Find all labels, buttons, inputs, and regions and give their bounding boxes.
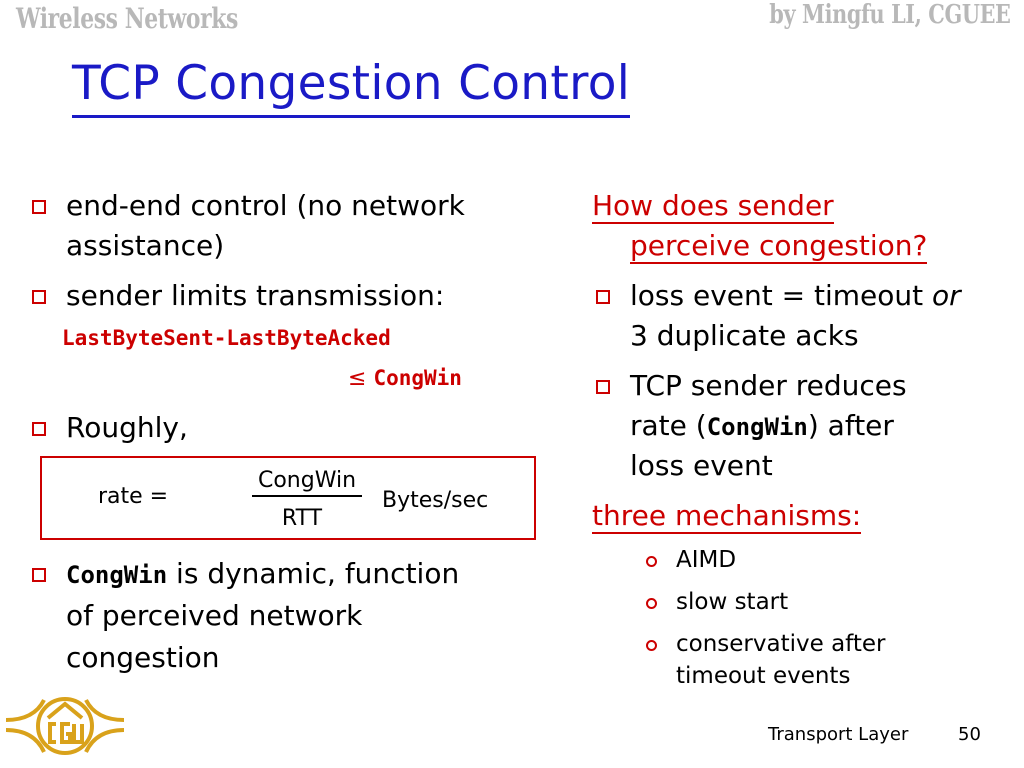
code-lastbyte: LastByteSent-LastByteAcked <box>62 326 391 350</box>
reduces-text-b: ) after <box>807 409 894 442</box>
formula-unit: Bytes/sec <box>382 488 489 513</box>
formula-lhs: rate = <box>98 484 169 509</box>
less-equal-symbol: ≤ <box>348 366 367 391</box>
mechanism-conservative-line2: timeout events <box>676 663 851 689</box>
slide-title: TCP Congestion Control <box>72 56 631 118</box>
cgu-logo-icon <box>5 697 125 755</box>
bullet-end-end-line1: end-end control (no network <box>66 189 465 222</box>
bullet-congwin-dynamic-line2: of perceived network <box>66 599 363 632</box>
question-line2-wrap: perceive congestion? <box>630 226 928 266</box>
code-congwin: CongWin <box>373 366 462 390</box>
square-bullet-icon <box>32 200 46 214</box>
bullet-reduces-line2: rate (CongWin) after <box>630 406 894 447</box>
square-bullet-icon <box>32 422 46 436</box>
question-line1-wrap: How does sender <box>592 186 834 226</box>
formula-denominator: RTT <box>281 506 323 531</box>
circle-bullet-icon <box>646 556 657 567</box>
bullet-reduces-line3: loss event <box>630 449 773 482</box>
page-number: 50 <box>958 724 981 745</box>
code-le-congwin: ≤ CongWin <box>348 366 462 391</box>
square-bullet-icon <box>596 290 610 304</box>
footer-section: Transport Layer <box>768 724 909 745</box>
square-bullet-icon <box>32 568 46 582</box>
formula-numerator: CongWin <box>252 468 362 497</box>
square-bullet-icon <box>596 380 610 394</box>
bullet-congwin-dynamic-text: is dynamic, function <box>167 557 460 590</box>
bullet-congwin-dynamic-line1: CongWin is dynamic, function <box>66 554 459 595</box>
course-header: Wireless Networks <box>16 2 238 35</box>
circle-bullet-icon <box>646 640 657 651</box>
question-line2: perceive congestion? <box>630 229 928 264</box>
circle-bullet-icon <box>646 598 657 609</box>
mechanism-slow-start: slow start <box>676 589 789 615</box>
mechanisms-heading: three mechanisms: <box>592 499 862 534</box>
bullet-sender-limits: sender limits transmission: <box>66 279 445 312</box>
author-header: by Mingfu LI, CGUEE <box>768 0 1011 30</box>
formula-box: rate = CongWin RTT Bytes/sec <box>40 456 536 540</box>
reduces-text-a: rate ( <box>630 409 707 442</box>
inline-code-congwin: CongWin <box>66 561 168 589</box>
bullet-loss-event-line2: 3 duplicate acks <box>630 319 859 352</box>
question-line1: How does sender <box>592 189 834 224</box>
loss-event-text: loss event = timeout <box>630 279 933 312</box>
mechanism-conservative-line1: conservative after <box>676 631 886 657</box>
mechanism-aimd: AIMD <box>676 547 737 573</box>
bullet-roughly: Roughly, <box>66 411 188 444</box>
bullet-loss-event-line1: loss event = timeout or <box>630 276 961 316</box>
reduces-code-congwin: CongWin <box>706 413 808 441</box>
loss-event-or: or <box>932 279 961 312</box>
mechanisms-heading-wrap: three mechanisms: <box>592 496 862 536</box>
bullet-congwin-dynamic-line3: congestion <box>66 641 220 674</box>
square-bullet-icon <box>32 290 46 304</box>
bullet-reduces-line1: TCP sender reduces <box>630 369 907 402</box>
bullet-end-end-line2: assistance) <box>66 229 225 262</box>
